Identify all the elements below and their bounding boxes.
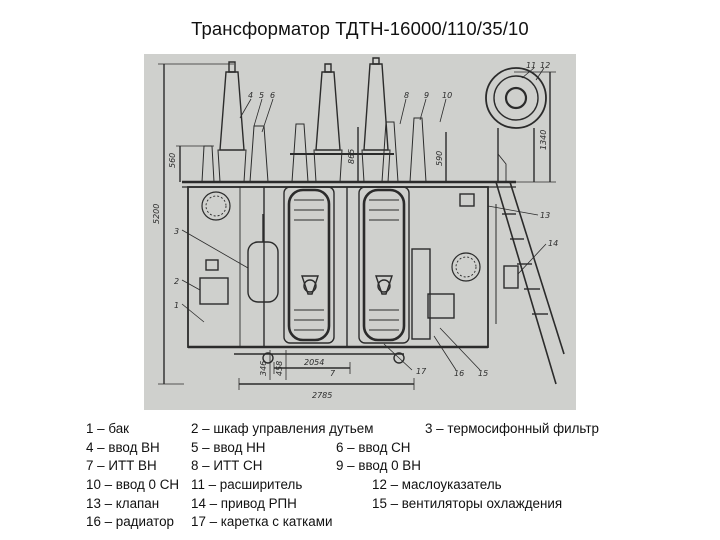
callout-3: 3 bbox=[174, 227, 179, 236]
transformer-svg: 5200 560 865 590 1340 346 458 2054 2785 … bbox=[152, 57, 565, 400]
dim-458: 458 bbox=[275, 361, 284, 376]
legend-item-9: 9 – ввод 0 ВН bbox=[336, 458, 421, 474]
legend-item-16: 16 – радиатор bbox=[86, 514, 174, 530]
legend: 1 – бак 2 – шкаф управления дутьем 3 – т… bbox=[86, 420, 686, 532]
dim-5200: 5200 bbox=[152, 204, 161, 224]
legend-item-7: 7 – ИТТ ВН bbox=[86, 458, 157, 474]
legend-row: 10 – ввод 0 СН 11 – расширитель 12 – мас… bbox=[86, 476, 686, 495]
legend-item-17: 17 – каретка с катками bbox=[191, 514, 333, 530]
callout-7: 7 bbox=[330, 369, 336, 378]
callout-17: 17 bbox=[416, 367, 427, 376]
legend-item-6: 6 – ввод СН bbox=[336, 439, 411, 455]
callout-2: 2 bbox=[174, 277, 179, 286]
callout-16: 16 bbox=[454, 369, 464, 378]
callout-15: 15 bbox=[478, 369, 488, 378]
legend-row: 1 – бак 2 – шкаф управления дутьем 3 – т… bbox=[86, 420, 686, 439]
dim-865: 865 bbox=[347, 149, 356, 164]
legend-item-4: 4 – ввод ВН bbox=[86, 439, 160, 455]
callout-8: 8 bbox=[404, 91, 409, 100]
dim-590: 590 bbox=[435, 151, 444, 166]
legend-item-3: 3 – термосифонный фильтр bbox=[425, 421, 599, 436]
dim-560: 560 bbox=[168, 153, 177, 168]
legend-item-1: 1 – бак bbox=[86, 421, 130, 436]
callout-12: 12 bbox=[540, 61, 550, 70]
legend-item-5: 5 – ввод НН bbox=[191, 439, 266, 455]
legend-row: 4 – ввод ВН 5 – ввод НН 6 – ввод СН bbox=[86, 439, 686, 458]
callout-6: 6 bbox=[270, 91, 275, 100]
dim-2054: 2054 bbox=[304, 358, 324, 367]
callout-9: 9 bbox=[424, 91, 429, 100]
callout-5: 5 bbox=[259, 91, 264, 100]
callout-10: 10 bbox=[442, 91, 452, 100]
legend-item-10: 10 – ввод 0 СН bbox=[86, 477, 180, 493]
transformer-drawing: 5200 560 865 590 1340 346 458 2054 2785 … bbox=[144, 54, 576, 410]
callout-14: 14 bbox=[548, 239, 558, 248]
dim-346: 346 bbox=[259, 361, 268, 376]
dim-1340: 1340 bbox=[539, 130, 548, 150]
legend-item-14: 14 – привод РПН bbox=[191, 495, 297, 511]
callout-13: 13 bbox=[540, 211, 550, 220]
legend-item-11: 11 – расширитель bbox=[191, 477, 303, 493]
dim-2785: 2785 bbox=[312, 391, 332, 400]
callout-4: 4 bbox=[248, 91, 253, 100]
legend-row: 16 – радиатор 17 – каретка с катками bbox=[86, 513, 686, 532]
legend-item-2: 2 – шкаф управления дутьем bbox=[191, 421, 374, 436]
legend-item-8: 8 – ИТТ СН bbox=[191, 458, 263, 474]
legend-row: 13 – клапан 14 – привод РПН 15 – вентиля… bbox=[86, 495, 686, 514]
legend-item-15: 15 – вентиляторы охлаждения bbox=[372, 495, 563, 511]
page-title: Трансформатор ТДТН-16000/110/35/10 bbox=[191, 18, 529, 39]
callout-1: 1 bbox=[174, 301, 179, 310]
callout-11: 11 bbox=[526, 61, 536, 70]
legend-item-12: 12 – маслоуказатель bbox=[372, 477, 502, 493]
legend-row: 7 – ИТТ ВН 8 – ИТТ СН 9 – ввод 0 ВН bbox=[86, 457, 686, 476]
legend-item-13: 13 – клапан bbox=[86, 495, 160, 511]
